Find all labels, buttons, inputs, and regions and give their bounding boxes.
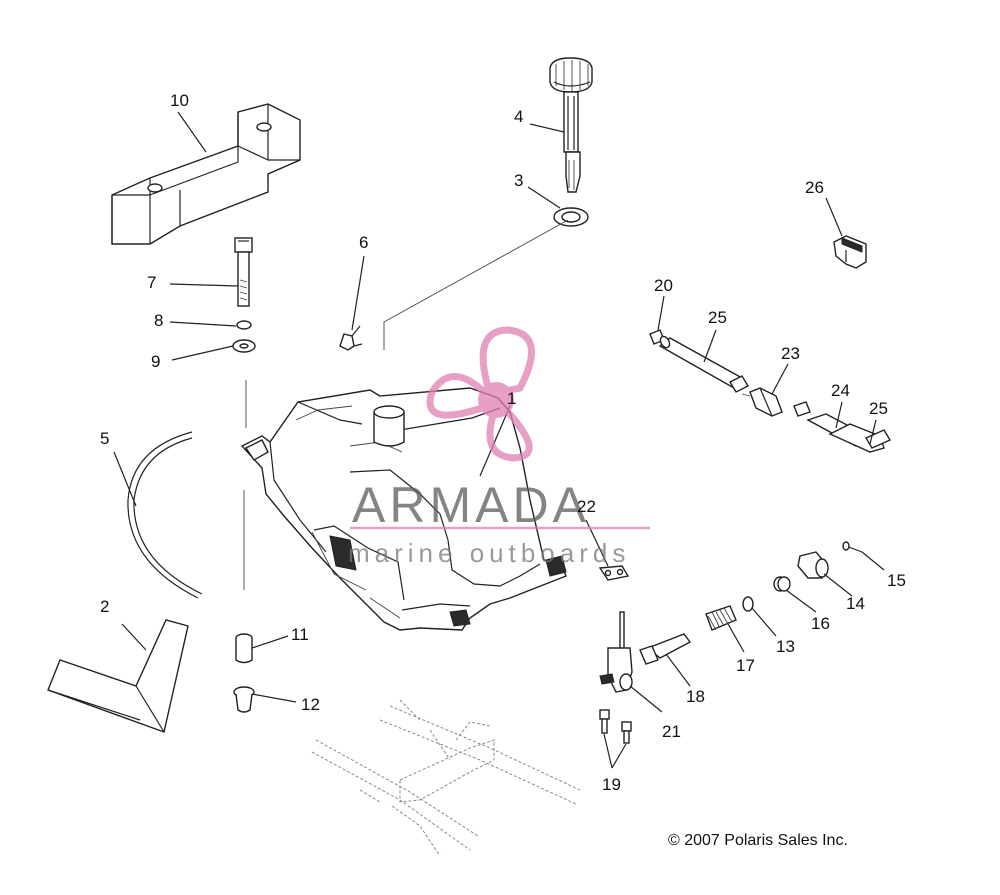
part-9-washer: [232, 339, 256, 353]
part-6-vent-fitting: [339, 325, 363, 351]
callout-18: 18: [686, 687, 705, 706]
part-14-knob: [797, 551, 829, 579]
callout-8: 8: [154, 311, 163, 330]
part-17-spring: [705, 605, 737, 631]
callout-16: 16: [811, 614, 830, 633]
callout-4: 4: [514, 107, 523, 126]
callout-22: 22: [577, 497, 596, 516]
part-5-hose: [127, 431, 203, 599]
callout-19: 19: [602, 775, 621, 794]
watermark: ARMADA marine outboards: [348, 326, 650, 568]
callout-23: 23: [781, 344, 800, 363]
part-19-bolts: [599, 709, 632, 744]
part-11-spacer: [235, 633, 253, 664]
callout-15: 15: [887, 571, 906, 590]
callout-17: 17: [736, 656, 755, 675]
part-25-hose-lower: [864, 429, 892, 449]
propeller-logo: [426, 326, 536, 462]
callout-25-upper: 25: [708, 308, 727, 327]
callout-21: 21: [662, 722, 681, 741]
part-16-bushing: [773, 576, 791, 592]
part-13-oring: [742, 596, 754, 612]
callout-20: 20: [654, 276, 673, 295]
part-8-lock-washer: [236, 320, 252, 330]
watermark-brand: ARMADA: [352, 477, 590, 533]
part-2-pad: [47, 619, 189, 733]
callout-25-lower: 25: [869, 399, 888, 418]
part-3-gasket: [553, 207, 589, 227]
callout-24: 24: [831, 381, 850, 400]
part-22-plate: [598, 565, 630, 581]
part-10-bracket: [111, 103, 301, 245]
callouts: 10 4 3 26 7 6 20 8 25 23 9 24 1 25 5 22 …: [100, 91, 906, 794]
callout-5: 5: [100, 429, 109, 448]
callout-7: 7: [147, 273, 156, 292]
callout-3: 3: [514, 171, 523, 190]
callout-14: 14: [846, 594, 865, 613]
part-21-petcock: [599, 611, 633, 693]
part-15-screw: [842, 541, 863, 553]
callout-6: 6: [359, 233, 368, 252]
frame-reference: [311, 699, 581, 857]
watermark-tagline: marine outboards: [348, 538, 630, 568]
part-4-fuel-cap: [549, 57, 593, 193]
part-26-clip: [833, 235, 867, 269]
leader-lines: [113, 111, 885, 769]
callout-2: 2: [100, 597, 109, 616]
callout-13: 13: [776, 637, 795, 656]
callout-26: 26: [805, 178, 824, 197]
callout-10: 10: [170, 91, 189, 110]
part-1-fuel-tank: [240, 387, 567, 631]
callout-1: 1: [507, 389, 516, 408]
part-18-lever: [639, 633, 692, 665]
callout-12: 12: [301, 695, 320, 714]
callout-11: 11: [291, 625, 309, 644]
callout-9: 9: [151, 352, 160, 371]
part-23-filter: [729, 375, 783, 417]
copyright-notice: © 2007 Polaris Sales Inc.: [668, 832, 848, 849]
part-25-hose-upper: [658, 335, 744, 389]
part-12-grommet: [233, 686, 255, 713]
part-7-bolt: [234, 237, 253, 307]
